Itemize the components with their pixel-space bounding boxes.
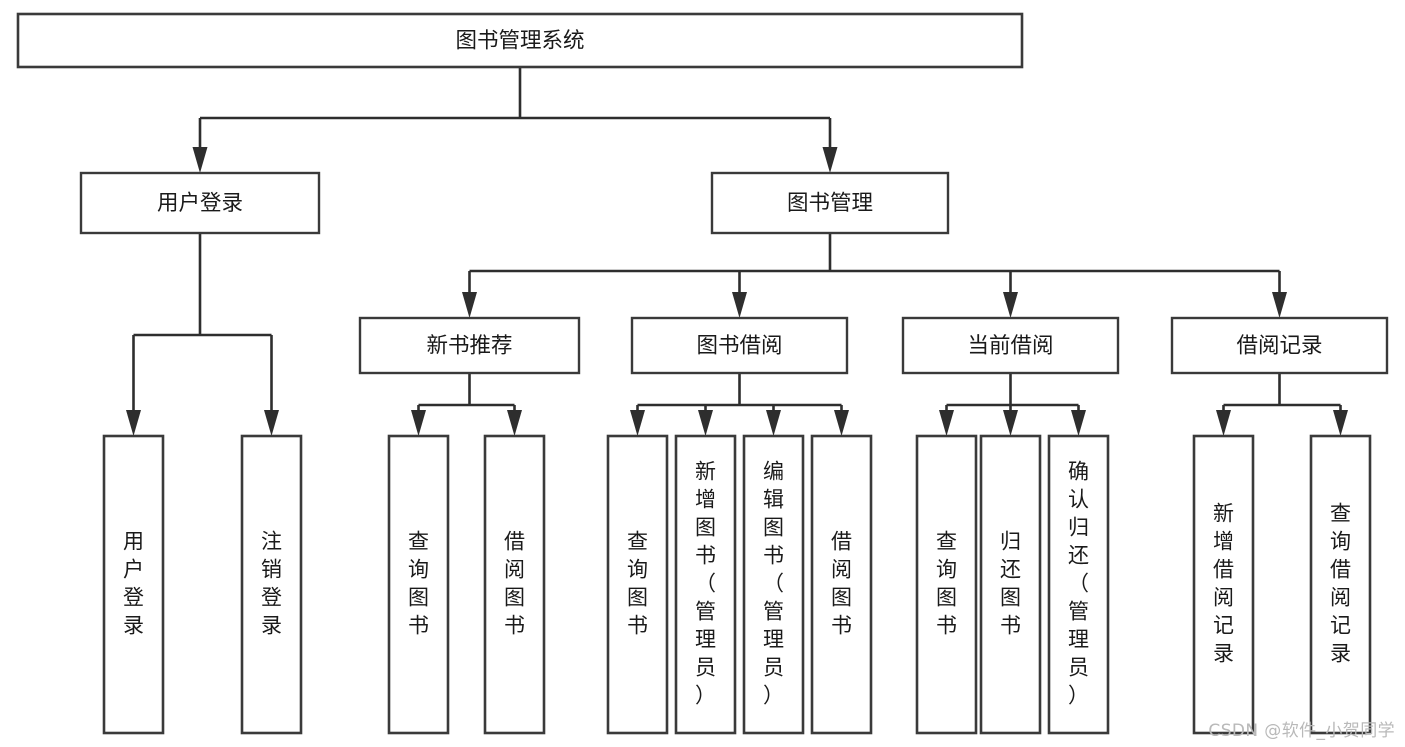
node-box-new-book-rec[interactable]	[358, 316, 581, 375]
node-label-leaf-borrow-book-1: 借阅图书	[504, 530, 525, 638]
connector-layer	[126, 67, 1348, 436]
arrow-head-leaf-return-book	[1003, 410, 1018, 436]
node-box-leaf-add-record[interactable]	[1192, 434, 1255, 735]
node-box-leaf-confirm-return[interactable]	[1047, 434, 1110, 735]
arrow-head-new-book-rec	[462, 292, 477, 318]
arrow-head-leaf-query-record	[1333, 410, 1348, 436]
arrow-head-leaf-confirm-return	[1071, 410, 1086, 436]
node-label-leaf-add-record: 新增借阅记录	[1213, 502, 1234, 666]
arrow-head-borrow-record	[1272, 292, 1287, 318]
node-leaf-borrow-book-2[interactable]: 借阅图书	[810, 434, 873, 735]
arrow-head-leaf-user-login	[126, 410, 141, 436]
node-label-current-borrow: 当前借阅	[967, 334, 1053, 359]
arrow-head-leaf-query-book-2	[630, 410, 645, 436]
node-label-book-manage: 图书管理	[787, 191, 873, 216]
node-label-borrow-record: 借阅记录	[1236, 334, 1322, 359]
node-leaf-confirm-return[interactable]: 确认归还（管理员）	[1047, 434, 1110, 735]
node-new-book-rec[interactable]: 新书推荐	[358, 316, 581, 375]
node-book-borrow[interactable]: 图书借阅	[630, 316, 849, 375]
node-label-leaf-user-login: 用户登录	[123, 530, 144, 638]
arrow-head-leaf-add-record	[1216, 410, 1231, 436]
node-label-leaf-edit-book: 编辑图书（管理员）	[763, 460, 784, 708]
arrow-head-leaf-add-book	[698, 410, 713, 436]
connectors-from-borrow-record	[1216, 373, 1348, 436]
node-label-leaf-query-record: 查询借阅记录	[1330, 502, 1351, 666]
node-box-leaf-edit-book[interactable]	[742, 434, 805, 735]
connectors-from-book-borrow	[630, 373, 849, 436]
connectors-from-new-book-rec	[411, 373, 522, 436]
node-label-leaf-logout: 注销登录	[261, 530, 282, 638]
arrow-head-user-login	[192, 147, 208, 173]
node-label-leaf-query-book-1: 查询图书	[408, 530, 429, 638]
node-box-borrow-record[interactable]	[1170, 316, 1389, 375]
csdn-watermark: CSDN @软件_小贺同学	[1208, 721, 1395, 741]
node-box-leaf-query-book-2[interactable]	[606, 434, 669, 735]
arrow-head-leaf-borrow-book-2	[834, 410, 849, 436]
node-box-leaf-query-record[interactable]	[1309, 434, 1372, 735]
node-leaf-logout[interactable]: 注销登录	[240, 434, 303, 735]
node-label-new-book-rec: 新书推荐	[426, 334, 512, 359]
node-box-leaf-query-book-3[interactable]	[915, 434, 978, 735]
node-label-leaf-add-book: 新增图书（管理员）	[695, 460, 716, 708]
node-book-manage[interactable]: 图书管理	[710, 171, 950, 235]
node-label-leaf-return-book: 归还图书	[1000, 530, 1021, 638]
arrow-head-current-borrow	[1003, 292, 1018, 318]
node-label-leaf-query-book-3: 查询图书	[936, 530, 957, 638]
node-label-user-login: 用户登录	[157, 191, 243, 216]
node-leaf-add-book[interactable]: 新增图书（管理员）	[674, 434, 737, 735]
node-box-leaf-logout[interactable]	[240, 434, 303, 735]
connectors-from-root	[192, 67, 838, 173]
node-current-borrow[interactable]: 当前借阅	[901, 316, 1120, 375]
node-leaf-query-book-2[interactable]: 查询图书	[606, 434, 669, 735]
node-box-user-login[interactable]	[79, 171, 321, 235]
node-box-leaf-borrow-book-2[interactable]	[810, 434, 873, 735]
connectors-from-book-manage	[462, 233, 1287, 318]
node-leaf-add-record[interactable]: 新增借阅记录	[1192, 434, 1255, 735]
node-leaf-edit-book[interactable]: 编辑图书（管理员）	[742, 434, 805, 735]
node-leaf-return-book[interactable]: 归还图书	[979, 434, 1042, 735]
node-leaf-query-record[interactable]: 查询借阅记录	[1309, 434, 1372, 735]
node-box-leaf-return-book[interactable]	[979, 434, 1042, 735]
node-leaf-borrow-book-1[interactable]: 借阅图书	[483, 434, 546, 735]
connectors-from-current-borrow	[939, 373, 1086, 436]
arrow-head-book-manage	[822, 147, 838, 173]
node-root[interactable]: 图书管理系统	[16, 12, 1024, 69]
node-box-book-manage[interactable]	[710, 171, 950, 235]
node-box-book-borrow[interactable]	[630, 316, 849, 375]
node-user-login[interactable]: 用户登录	[79, 171, 321, 235]
node-box-root[interactable]	[16, 12, 1024, 69]
node-label-leaf-query-book-2: 查询图书	[627, 530, 648, 638]
node-box-leaf-borrow-book-1[interactable]	[483, 434, 546, 735]
arrow-head-leaf-query-book-1	[411, 410, 426, 436]
node-borrow-record[interactable]: 借阅记录	[1170, 316, 1389, 375]
node-label-book-borrow: 图书借阅	[696, 334, 782, 359]
arrow-head-leaf-edit-book	[766, 410, 781, 436]
node-label-leaf-borrow-book-2: 借阅图书	[831, 530, 852, 638]
node-leaf-query-book-3[interactable]: 查询图书	[915, 434, 978, 735]
node-label-leaf-confirm-return: 确认归还（管理员）	[1068, 460, 1089, 708]
node-leaf-query-book-1[interactable]: 查询图书	[387, 434, 450, 735]
connectors-from-user-login	[126, 233, 279, 436]
node-label-root: 图书管理系统	[455, 29, 584, 54]
arrow-head-book-borrow	[732, 292, 747, 318]
node-box-current-borrow[interactable]	[901, 316, 1120, 375]
node-box-leaf-add-book[interactable]	[674, 434, 737, 735]
arrow-head-leaf-borrow-book-1	[507, 410, 522, 436]
node-box-leaf-query-book-1[interactable]	[387, 434, 450, 735]
node-box-leaf-user-login[interactable]	[102, 434, 165, 735]
arrow-head-leaf-query-book-3	[939, 410, 954, 436]
node-layer: 图书管理系统用户登录图书管理新书推荐图书借阅当前借阅借阅记录用户登录注销登录查询…	[16, 12, 1389, 735]
arrow-head-leaf-logout	[264, 410, 279, 436]
node-leaf-user-login[interactable]: 用户登录	[102, 434, 165, 735]
